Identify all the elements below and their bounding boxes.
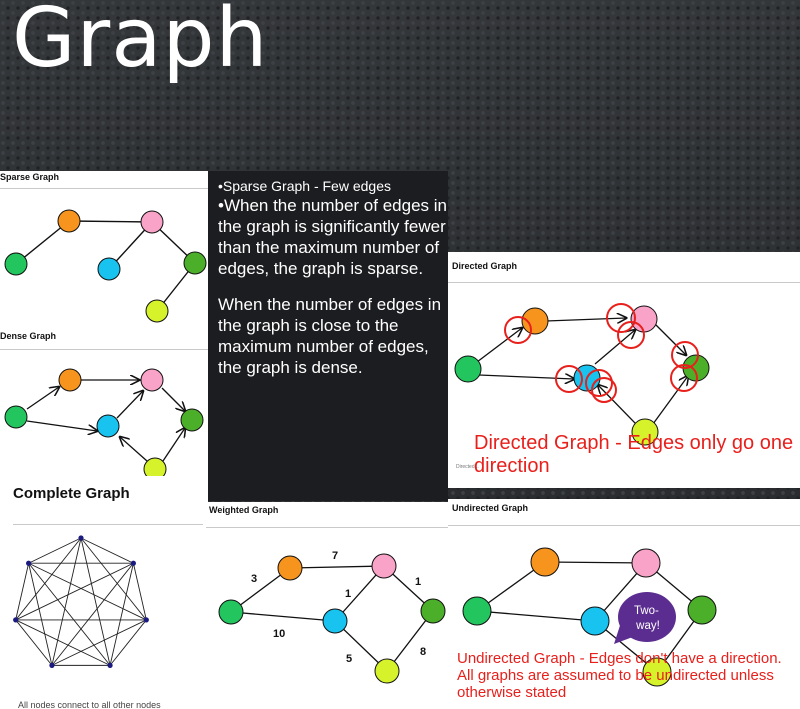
weight-label: 1 bbox=[345, 588, 351, 600]
complete-graph-edge bbox=[109, 619, 147, 666]
directed-graph-diagram bbox=[454, 303, 710, 446]
complete-graph-edge bbox=[28, 562, 111, 666]
directed-graph-title: Directed Graph bbox=[452, 261, 518, 271]
divider bbox=[0, 349, 208, 350]
dense-graph-panel: Dense Graph bbox=[0, 331, 208, 501]
slide-title: Graph bbox=[12, 0, 269, 86]
directed-graph-panel: Directed Graph bbox=[448, 252, 800, 488]
highlight-circle bbox=[670, 364, 698, 392]
undirected-annotation: Undirected Graph - Edges don't have a di… bbox=[457, 650, 782, 701]
complete-graph-node bbox=[107, 662, 113, 668]
sparse-description: •When the number of edges in the graph i… bbox=[218, 196, 447, 278]
divider bbox=[448, 525, 800, 526]
dense-description: When the number of edges in the graph is… bbox=[218, 295, 442, 377]
complete-graph-node bbox=[78, 535, 84, 541]
directed-graph-caption: Directed... bbox=[456, 464, 479, 470]
divider bbox=[448, 282, 800, 283]
node-pink bbox=[140, 210, 164, 234]
sparse-graph-panel: Sparse Graph bbox=[0, 171, 208, 346]
highlight-circle bbox=[591, 377, 617, 403]
complete-graph-edge bbox=[15, 562, 134, 621]
undirected-graph-title: Undirected Graph bbox=[452, 503, 529, 513]
complete-graph-edge bbox=[15, 619, 53, 666]
weight-label: 10 bbox=[273, 628, 285, 640]
complete-graph-edge bbox=[80, 537, 134, 564]
complete-graph-edge bbox=[28, 562, 147, 621]
complete-graph-edge bbox=[109, 563, 134, 666]
weight-label: 3 bbox=[251, 573, 257, 585]
highlight-circle bbox=[504, 316, 532, 344]
node-orange bbox=[57, 209, 81, 233]
highlight-circle bbox=[671, 341, 699, 369]
node-blue bbox=[97, 257, 121, 281]
complete-graph-node bbox=[26, 560, 32, 566]
highlight-circle bbox=[555, 365, 583, 393]
highlight-circle bbox=[585, 369, 613, 397]
divider bbox=[206, 527, 448, 528]
complete-graph-caption: All nodes connect to all other nodes bbox=[18, 700, 161, 709]
highlight-circle bbox=[606, 303, 636, 333]
complete-graph-node bbox=[130, 560, 136, 566]
complete-graph-edge bbox=[15, 563, 30, 621]
complete-graph-diagram bbox=[13, 535, 149, 668]
divider bbox=[13, 524, 203, 525]
divider bbox=[0, 188, 208, 189]
sparse-description-box: •Sparse Graph - Few edges •When the numb… bbox=[208, 171, 448, 501]
weight-label: 7 bbox=[332, 550, 338, 562]
complete-graph-edge bbox=[51, 619, 147, 666]
complete-graph-edge bbox=[28, 537, 82, 564]
complete-graph-edge bbox=[28, 563, 53, 666]
complete-graph-node bbox=[13, 617, 19, 623]
complete-graph-node bbox=[143, 617, 149, 623]
complete-graph-panel: Complete Graph All nodes connect to all … bbox=[0, 476, 208, 709]
complete-graph-title: Complete Graph bbox=[13, 485, 130, 502]
sparse-graph-title: Sparse Graph bbox=[0, 172, 60, 182]
directed-annotation: Directed Graph - Edges only go one direc… bbox=[474, 432, 794, 477]
sparse-definition: •Sparse Graph - Few edges bbox=[218, 178, 391, 194]
complete-graph-edge bbox=[51, 537, 82, 666]
weighted-graph-diagram: 3 7 1 1 10 5 8 bbox=[218, 550, 446, 684]
complete-graph-edge bbox=[80, 537, 111, 666]
weight-label: 5 bbox=[346, 653, 352, 665]
undirected-graph-panel: Undirected Graph Two- way! bbox=[448, 499, 800, 709]
complete-graph-edge bbox=[51, 562, 134, 666]
dense-graph-title: Dense Graph bbox=[0, 331, 57, 341]
sparse-graph-diagram bbox=[4, 209, 207, 323]
node-dark-green bbox=[183, 251, 207, 275]
node-yellow bbox=[145, 299, 169, 323]
dense-graph-diagram bbox=[4, 368, 204, 481]
weight-label: 8 bbox=[420, 646, 426, 658]
svg-text:Two- way!: Two- way! bbox=[634, 605, 662, 632]
weighted-graph-title: Weighted Graph bbox=[209, 505, 279, 515]
complete-graph-edge bbox=[15, 619, 111, 666]
speech-bubble: Two- way! bbox=[614, 592, 676, 644]
highlight-circle bbox=[617, 321, 645, 349]
complete-graph-edge bbox=[132, 563, 147, 621]
node-green bbox=[4, 252, 28, 276]
complete-graph-edge bbox=[15, 537, 82, 621]
complete-graph-edge bbox=[80, 537, 147, 621]
weight-label: 1 bbox=[415, 576, 421, 588]
undirected-graph-diagram: Two- way! bbox=[462, 547, 717, 687]
complete-graph-node bbox=[49, 662, 55, 668]
weighted-graph-panel: Weighted Graph 3 7 1 1 10 5 8 bbox=[206, 502, 448, 709]
